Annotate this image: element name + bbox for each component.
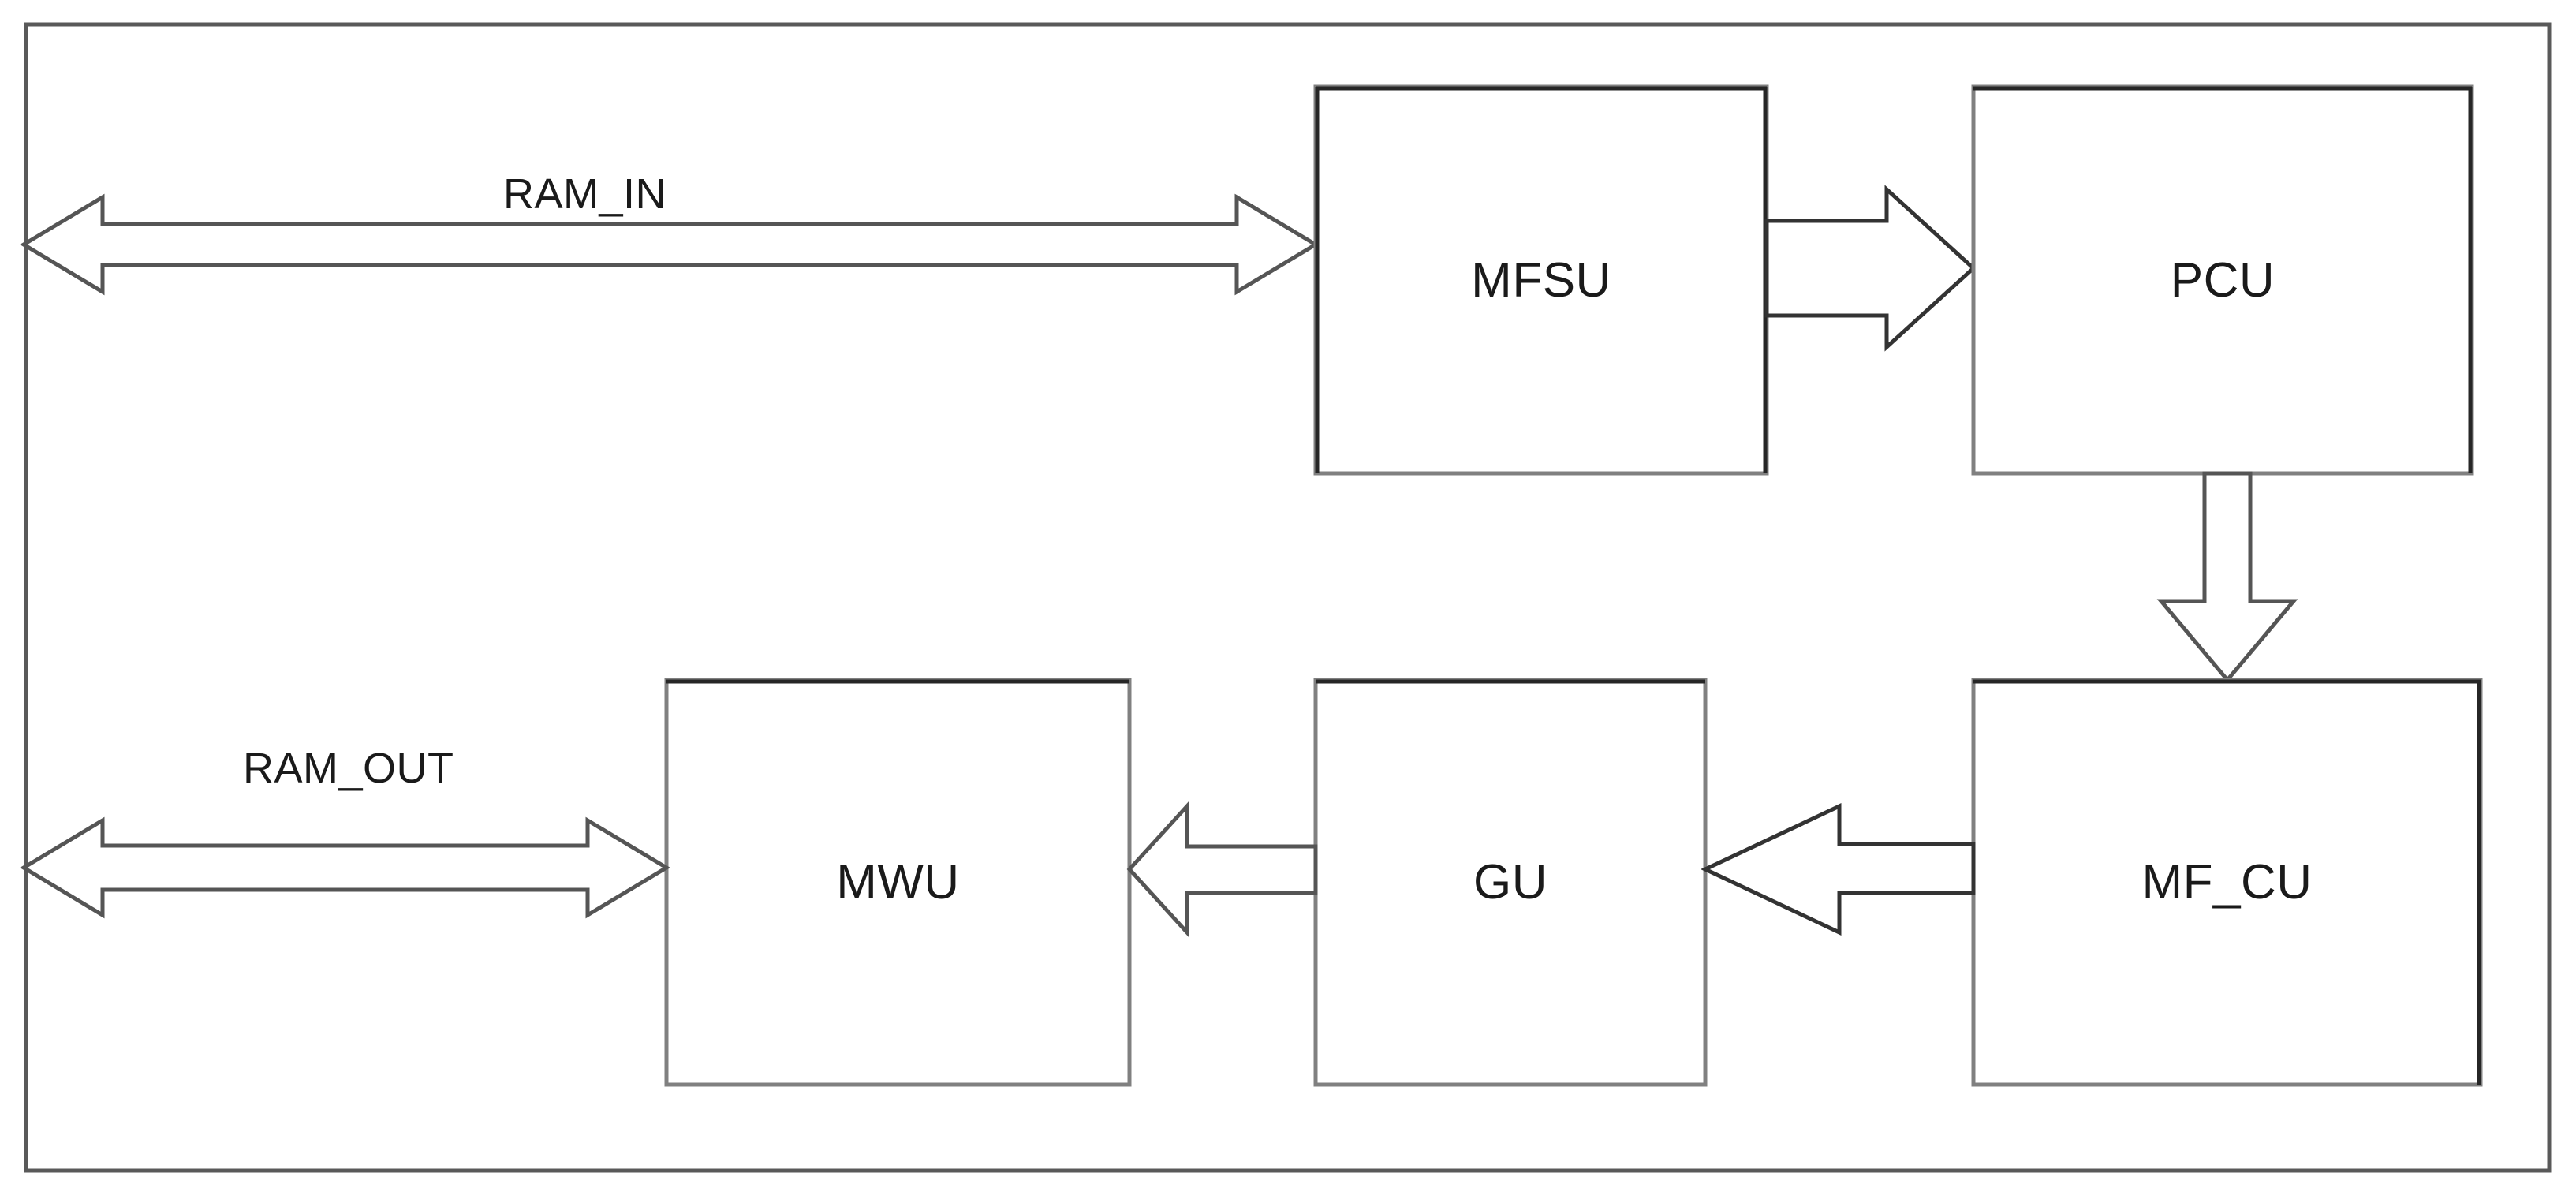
ram-in-bus-label: RAM_IN [503,170,667,218]
mfsu-block[interactable] [1313,84,1769,476]
ram-out-bus-arrow [20,816,670,919]
mf-cu-to-gu-arrow-body [1701,803,1976,936]
pcu-to-mf-cu-arrow [2156,471,2298,683]
gu-block[interactable] [1313,678,1708,1087]
mfsu-to-pcu-arrow [1764,185,1977,352]
ram-out-bus-label: RAM_OUT [243,745,454,792]
pcu-block[interactable] [1971,84,2474,476]
gu-to-mwu-arrow [1126,801,1318,938]
mf-cu-block[interactable] [1971,678,2483,1087]
mwu-block[interactable] [664,678,1132,1087]
